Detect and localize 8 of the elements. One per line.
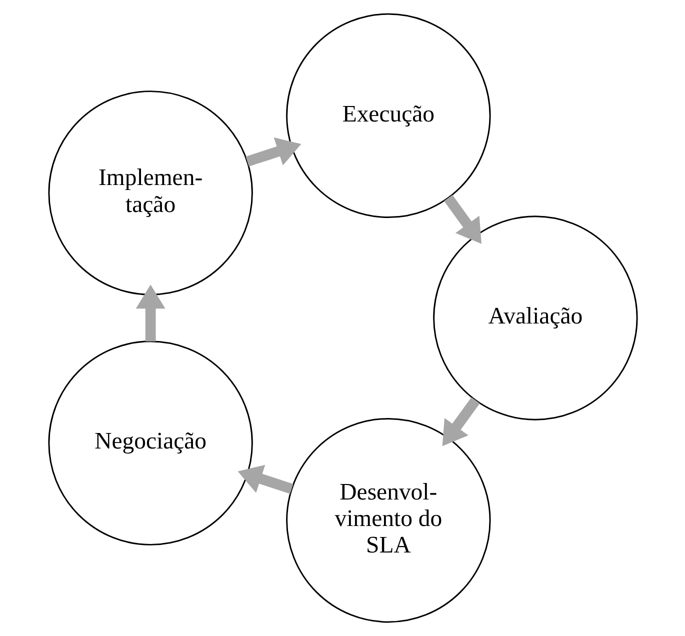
arrow xyxy=(135,284,165,342)
node-circle: Execução xyxy=(286,13,490,218)
node-circle: Implemen- tação xyxy=(48,90,252,296)
node-circle: Negociação xyxy=(48,340,252,546)
arrow xyxy=(237,464,293,494)
arrow xyxy=(442,397,480,446)
arrow xyxy=(444,194,482,244)
arrow xyxy=(245,137,301,166)
